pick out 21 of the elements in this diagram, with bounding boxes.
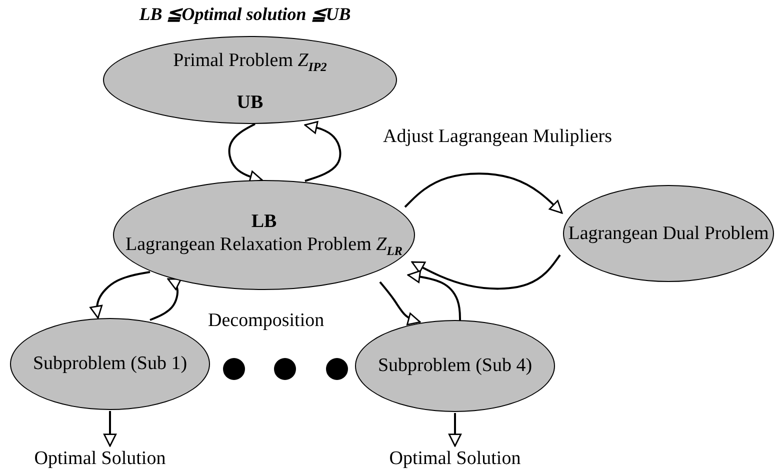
- node-text: Lagrangean Dual Problem: [568, 222, 769, 246]
- node-text: UB: [236, 92, 264, 114]
- node-text: Subproblem (Sub 4): [378, 354, 532, 378]
- annotation-text: Decomposition: [208, 310, 324, 332]
- cycle-arrow: [150, 278, 182, 321]
- annotation-text: Adjust Lagrangean Mulipliers: [383, 126, 612, 148]
- cycle-arrow: [304, 121, 342, 182]
- cycle-arrow: [411, 254, 561, 290]
- cycle-arrow: [448, 413, 462, 447]
- cycle-arrow: [407, 270, 461, 322]
- node-text: LB: [251, 211, 277, 234]
- node-text: Primal Problem Z$_{IP2}$: [173, 50, 327, 74]
- cycle-arrow: [103, 411, 117, 447]
- cycle-arrow: [404, 172, 563, 214]
- result-text: Optimal Solution: [389, 448, 521, 470]
- title: LB ≦Optimal solution ≦UB: [138, 3, 352, 25]
- node-text: Lagrangean Relaxation Problem Z$_{LR}$: [126, 234, 402, 259]
- cycle-arrow: [90, 271, 150, 319]
- node-text: Subproblem (Sub 1): [32, 352, 188, 376]
- result-text: Optimal Solution: [34, 448, 166, 470]
- cycle-arrow: [379, 281, 421, 326]
